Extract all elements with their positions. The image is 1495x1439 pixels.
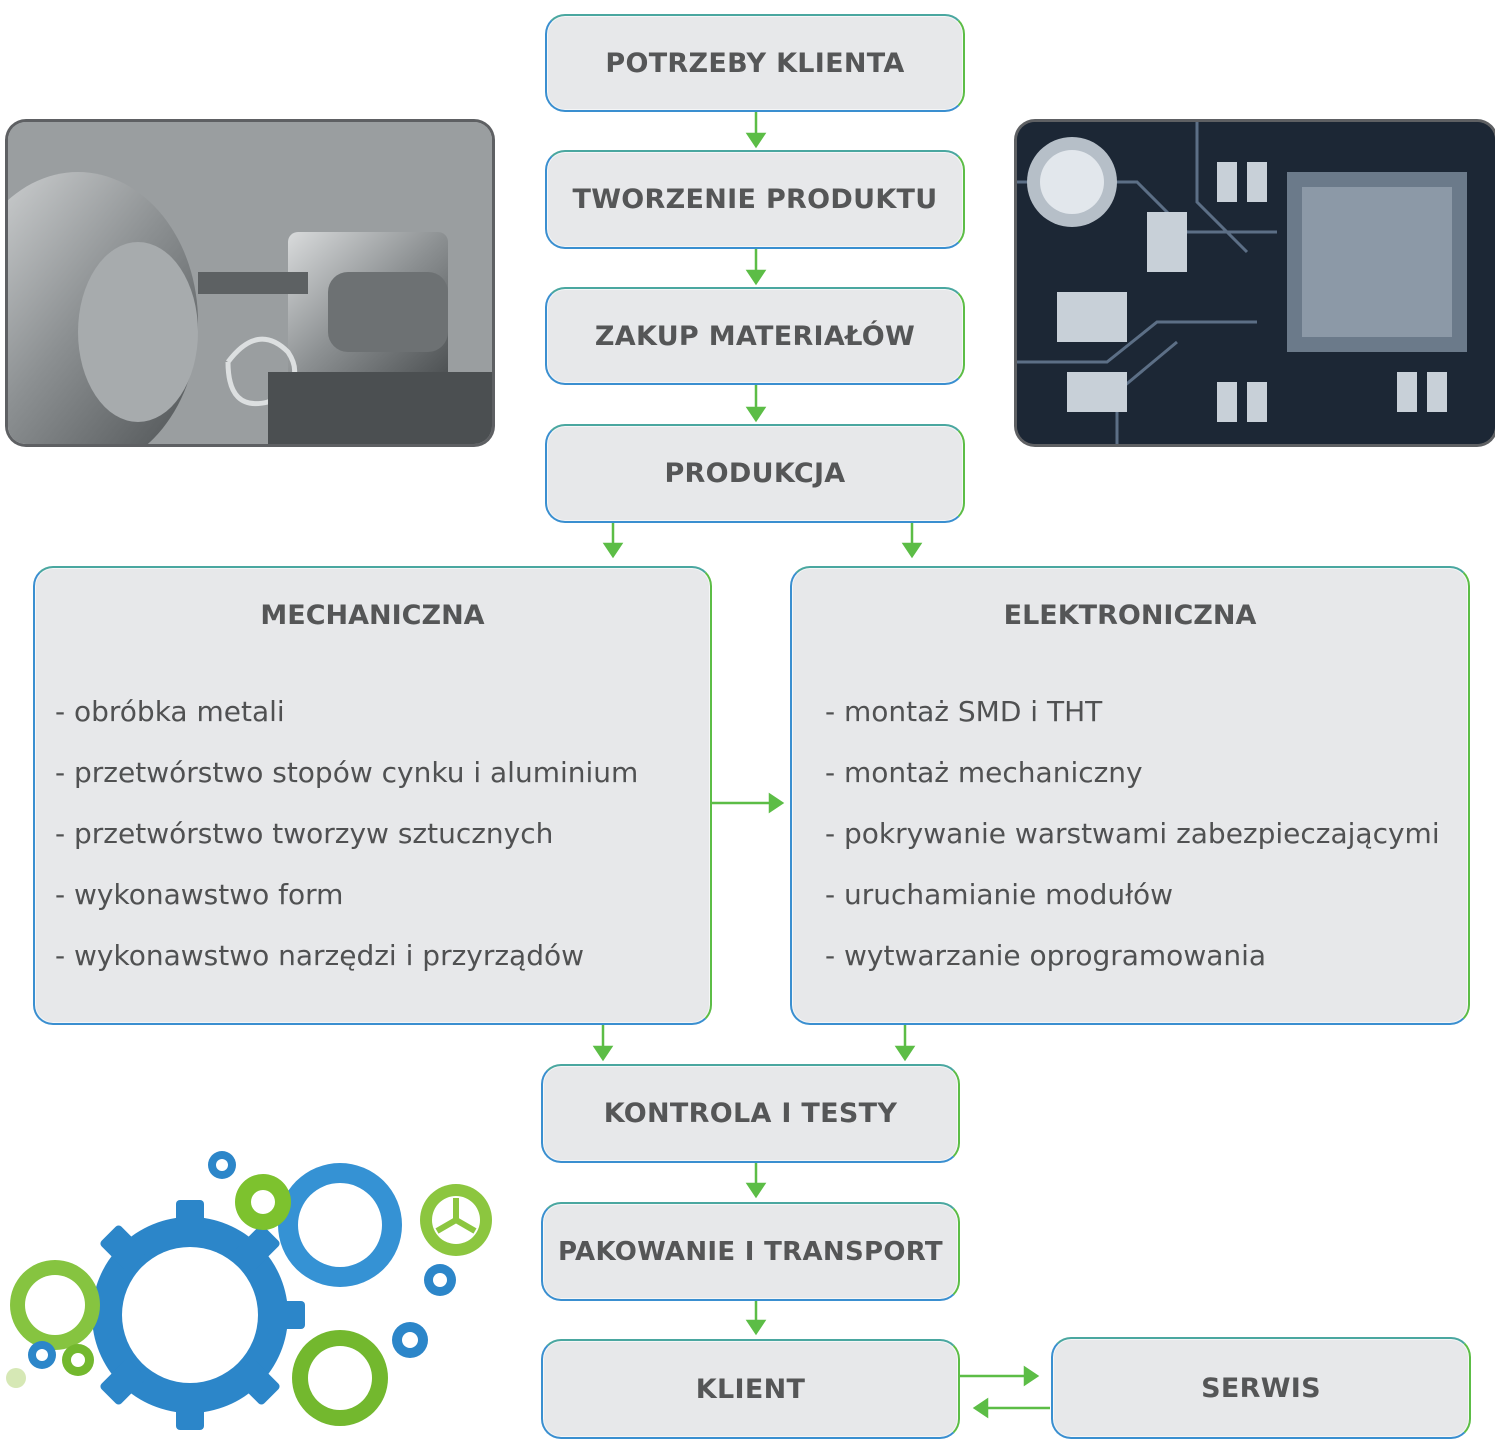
step-label: PAKOWANIE I TRANSPORT bbox=[558, 1236, 943, 1267]
step-kontrola-i-testy: KONTROLA I TESTY bbox=[541, 1064, 960, 1163]
left-green-gear-icon bbox=[10, 1260, 100, 1350]
mechaniczna-item: - przetwórstwo tworzyw sztucznych bbox=[55, 817, 554, 850]
step-label: TWORZENIE PRODUKTU bbox=[572, 184, 938, 215]
green-gear-icon bbox=[292, 1330, 388, 1426]
lime-gear-icon bbox=[420, 1184, 492, 1256]
step-tworzenie-produktu: TWORZENIE PRODUKTU bbox=[545, 150, 965, 249]
elektroniczna-title: ELEKTRONICZNA bbox=[1003, 600, 1257, 631]
lathe-photo bbox=[8, 122, 492, 444]
step-serwis: SERWIS bbox=[1051, 1337, 1471, 1439]
elektroniczna-box: ELEKTRONICZNA - montaż SMD i THT - monta… bbox=[790, 566, 1470, 1025]
elektroniczna-item: - montaż mechaniczny bbox=[825, 756, 1143, 789]
elektroniczna-item: - wytwarzanie oprogramowania bbox=[825, 939, 1267, 972]
step-zakup-materialow: ZAKUP MATERIAŁÓW bbox=[545, 287, 965, 385]
mechaniczna-box: MECHANICZNA - obróbka metali - przetwórs… bbox=[33, 566, 712, 1025]
step-label: PRODUKCJA bbox=[664, 458, 846, 489]
gears-illustration bbox=[0, 1130, 520, 1431]
step-pakowanie-i-transport: PAKOWANIE I TRANSPORT bbox=[541, 1202, 960, 1301]
elektroniczna-item: - montaż SMD i THT bbox=[825, 695, 1103, 728]
step-label: SERWIS bbox=[1201, 1372, 1321, 1404]
step-potrzeby-klienta: POTRZEBY KLIENTA bbox=[545, 14, 965, 112]
mechaniczna-item: - przetwórstwo stopów cynku i aluminium bbox=[55, 756, 639, 789]
mechaniczna-item: - obróbka metali bbox=[55, 695, 285, 728]
mechaniczna-title: MECHANICZNA bbox=[260, 600, 485, 631]
step-label: KLIENT bbox=[695, 1373, 806, 1405]
circuit-board-photo bbox=[1017, 122, 1495, 444]
elektroniczna-item: - uruchamianie modułów bbox=[825, 878, 1174, 911]
medium-blue-gear-icon bbox=[278, 1163, 402, 1287]
step-label: ZAKUP MATERIAŁÓW bbox=[594, 320, 916, 352]
elektroniczna-item: - pokrywanie warstwami zabezpieczającymi bbox=[825, 817, 1440, 850]
step-klient: KLIENT bbox=[541, 1339, 960, 1439]
small-green-gear-icon bbox=[235, 1174, 291, 1230]
large-blue-gear-icon bbox=[75, 1200, 305, 1430]
step-label: POTRZEBY KLIENTA bbox=[605, 47, 905, 79]
step-label: KONTROLA I TESTY bbox=[603, 1098, 898, 1129]
mechaniczna-item: - wykonawstwo narzędzi i przyrządów bbox=[55, 939, 585, 972]
mechaniczna-item: - wykonawstwo form bbox=[55, 878, 344, 911]
step-produkcja: PRODUKCJA bbox=[545, 424, 965, 523]
